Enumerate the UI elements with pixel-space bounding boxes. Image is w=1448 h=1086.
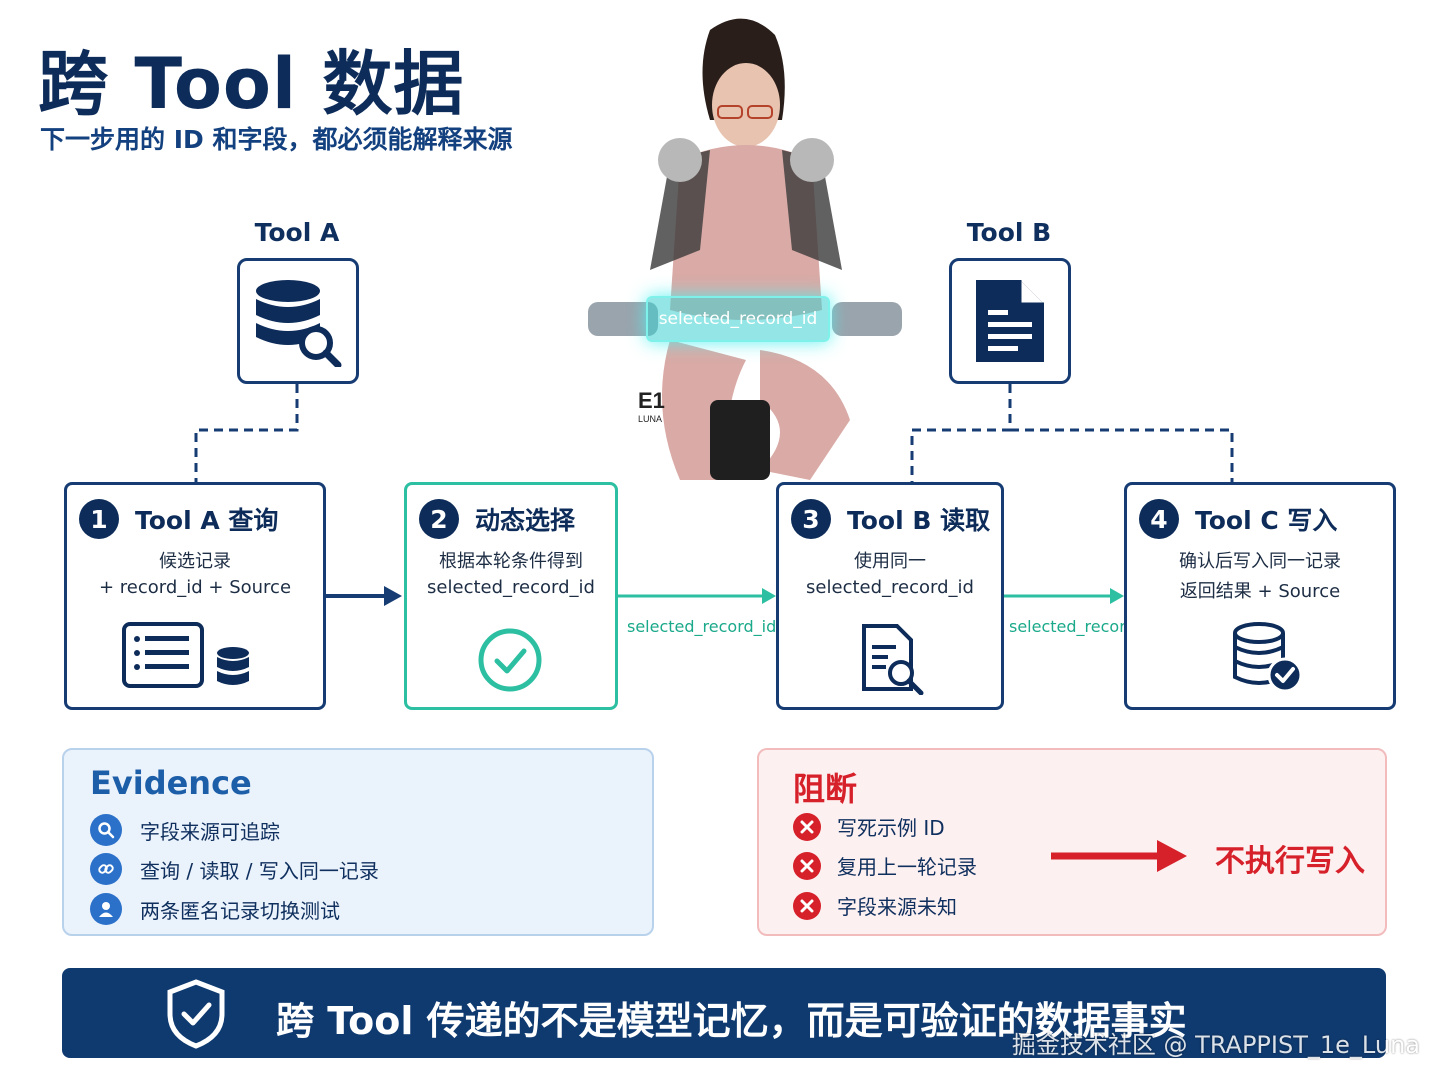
flow-label-2-3: selected_record_id	[627, 617, 777, 636]
block-result: 不执行写入	[1215, 844, 1365, 879]
link-icon	[90, 853, 122, 885]
list-database-icon	[122, 622, 249, 688]
block-item-label: 写死示例 ID	[837, 816, 945, 840]
document-icon	[976, 280, 1044, 362]
document-search-icon	[862, 624, 924, 695]
step-1-line1: 候选记录	[159, 551, 231, 572]
users-icon	[90, 893, 122, 925]
step-1-number: 1	[79, 499, 119, 539]
step-4-card: 4 Tool C 写入 确认后写入同一记录 返回结果 + Source	[1124, 482, 1396, 710]
evidence-item-label: 两条匿名记录切换测试	[140, 898, 340, 923]
block-panel: 阻断 写死示例 ID 复用上一轮记录 字段来源未知 不执行写入	[757, 748, 1387, 936]
step-4-line1: 确认后写入同一记录	[1179, 551, 1341, 572]
tool-a-label: Tool A	[254, 218, 340, 247]
arrow-3-4-head	[1110, 588, 1124, 604]
figure-illustration: E1 LUNA	[588, 18, 902, 480]
step-1-line2: + record_id + Source	[98, 577, 292, 598]
step-2-card: 2 动态选择 根据本轮条件得到 selected_record_id	[404, 482, 618, 710]
evidence-item-label: 查询 / 读取 / 写入同一记录	[140, 858, 379, 883]
block-item-label: 字段来源未知	[837, 895, 957, 919]
step-3-line1: 使用同一	[854, 551, 926, 572]
bottom-banner: 跨 Tool 传递的不是模型记忆，而是可验证的数据事实	[62, 968, 1386, 1058]
step-2-line2: selected_record_id	[427, 577, 595, 598]
step-2-line1: 根据本轮条件得到	[439, 551, 583, 572]
watermark: 掘金技术社区 @ TRAPPIST_1e_Luna	[1011, 1031, 1420, 1059]
banner-text: 跨 Tool 传递的不是模型记忆，而是可验证的数据事实	[276, 999, 1187, 1043]
tool-a-box	[237, 258, 359, 384]
page-subtitle: 下一步用的 ID 和字段，都必须能解释来源	[40, 125, 513, 154]
step-3-line2: selected_record_id	[806, 577, 974, 598]
check-circle-icon	[478, 628, 542, 692]
evidence-item: 两条匿名记录切换测试	[90, 893, 340, 925]
database-search-icon	[256, 280, 342, 367]
tool-b-box	[949, 258, 1071, 384]
evidence-title: Evidence	[90, 764, 252, 802]
database-check-icon	[1233, 622, 1303, 693]
block-arrow-icon	[1051, 840, 1187, 872]
tool-b-label: Tool B	[966, 218, 1052, 247]
step-2-number: 2	[419, 499, 459, 539]
evidence-item-label: 字段来源可追踪	[140, 819, 280, 844]
beam-label: selected_record_id	[646, 296, 830, 342]
step-1-card: 1 Tool A 查询 候选记录 + record_id + Source	[64, 482, 326, 710]
figure-subtext: LUNA	[638, 414, 662, 424]
figure-text: E1	[638, 388, 665, 413]
block-title: 阻断	[793, 770, 858, 808]
block-item: 字段来源未知	[793, 891, 957, 920]
step-3-title: Tool B 读取	[847, 506, 991, 535]
step-4-line2: 返回结果 + Source	[1179, 581, 1341, 602]
shield-check-icon	[167, 979, 225, 1049]
tool-a-connector	[194, 384, 299, 484]
block-item: 复用上一轮记录	[793, 851, 977, 880]
tool-b-connector	[910, 384, 1234, 484]
step-4-number: 4	[1139, 499, 1179, 539]
block-item-label: 复用上一轮记录	[837, 855, 977, 879]
step-1-title: Tool A 查询	[135, 506, 279, 535]
evidence-item: 字段来源可追踪	[90, 814, 280, 846]
flow-label-3-4: selected_record_id	[1009, 617, 1159, 636]
block-item: 写死示例 ID	[793, 812, 945, 841]
close-icon	[793, 891, 821, 920]
step-3-number: 3	[791, 499, 831, 539]
step-2-title: 动态选择	[475, 506, 576, 535]
arrow-1-2-head	[384, 586, 402, 606]
search-icon	[90, 814, 122, 846]
evidence-panel: Evidence 字段来源可追踪 查询 / 读取 / 写入同一记录 两条匿名记录…	[62, 748, 654, 936]
step-3-card: 3 Tool B 读取 使用同一 selected_record_id	[776, 482, 1004, 710]
page-title: 跨 Tool 数据	[38, 43, 465, 125]
arrow-2-3-head	[762, 588, 776, 604]
step-4-title: Tool C 写入	[1195, 506, 1338, 535]
close-icon	[793, 851, 821, 880]
close-icon	[793, 812, 821, 841]
evidence-item: 查询 / 读取 / 写入同一记录	[90, 853, 379, 885]
